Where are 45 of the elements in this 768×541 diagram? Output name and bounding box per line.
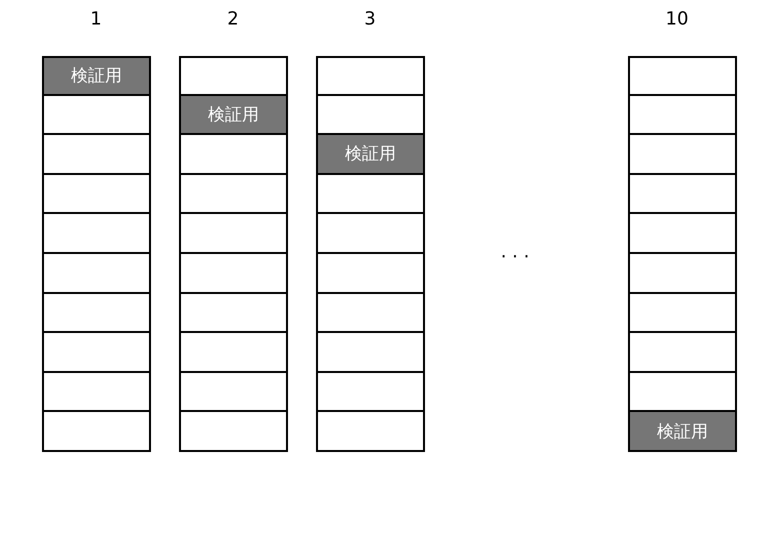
empty-cell xyxy=(628,212,737,254)
highlighted-cell: 検証用 xyxy=(42,56,151,96)
empty-cell xyxy=(628,94,737,136)
empty-cell xyxy=(628,252,737,294)
empty-cell xyxy=(316,331,425,373)
highlighted-cell: 検証用 xyxy=(628,410,737,452)
empty-cell xyxy=(179,331,288,373)
empty-cell xyxy=(42,410,151,452)
empty-cell xyxy=(42,133,151,175)
empty-cell xyxy=(42,172,151,214)
empty-cell xyxy=(179,172,288,214)
empty-cell xyxy=(316,410,425,452)
empty-cell xyxy=(628,56,737,96)
empty-cell xyxy=(179,292,288,334)
empty-cell xyxy=(628,292,737,334)
empty-cell xyxy=(42,370,151,412)
empty-cell xyxy=(42,331,151,373)
empty-cell xyxy=(316,212,425,254)
empty-cell xyxy=(316,370,425,412)
highlighted-cell: 検証用 xyxy=(179,94,288,136)
empty-cell xyxy=(42,94,151,136)
empty-cell xyxy=(628,172,737,214)
ellipsis: · · · xyxy=(500,246,530,268)
empty-cell xyxy=(179,212,288,254)
empty-cell xyxy=(179,133,288,175)
column-number: 3 xyxy=(364,8,376,30)
empty-cell xyxy=(316,252,425,294)
empty-cell xyxy=(179,252,288,294)
column-number: 10 xyxy=(666,8,688,30)
empty-cell xyxy=(42,252,151,294)
empty-cell xyxy=(316,292,425,334)
highlighted-cell: 検証用 xyxy=(316,133,425,175)
empty-cell xyxy=(628,331,737,373)
column-number: 1 xyxy=(90,8,102,30)
empty-cell xyxy=(42,292,151,334)
empty-cell xyxy=(316,56,425,96)
empty-cell xyxy=(316,94,425,136)
empty-cell xyxy=(628,133,737,175)
empty-cell xyxy=(316,172,425,214)
empty-cell xyxy=(628,370,737,412)
empty-cell xyxy=(179,56,288,96)
empty-cell xyxy=(179,410,288,452)
column-number: 2 xyxy=(227,8,239,30)
empty-cell xyxy=(42,212,151,254)
empty-cell xyxy=(179,370,288,412)
